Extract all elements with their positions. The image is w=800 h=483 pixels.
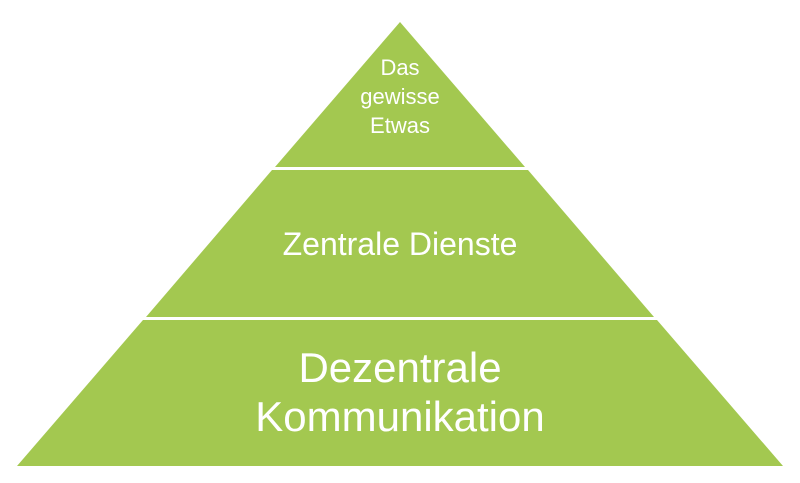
pyramid-tier-top (275, 22, 525, 167)
tier-top-label-line-1: Das (380, 55, 419, 80)
tier-bottom-label-line-1: Dezentrale (298, 344, 501, 391)
tier-top-label-line-2: gewisse (360, 84, 439, 109)
tier-middle-label: Zentrale Dienste (283, 226, 518, 262)
pyramid-tier-middle (146, 170, 654, 317)
tier-bottom-label-line-2: Kommunikation (255, 393, 544, 440)
tier-top-label-line-3: Etwas (370, 113, 430, 138)
pyramid-tier-bottom (17, 320, 783, 466)
